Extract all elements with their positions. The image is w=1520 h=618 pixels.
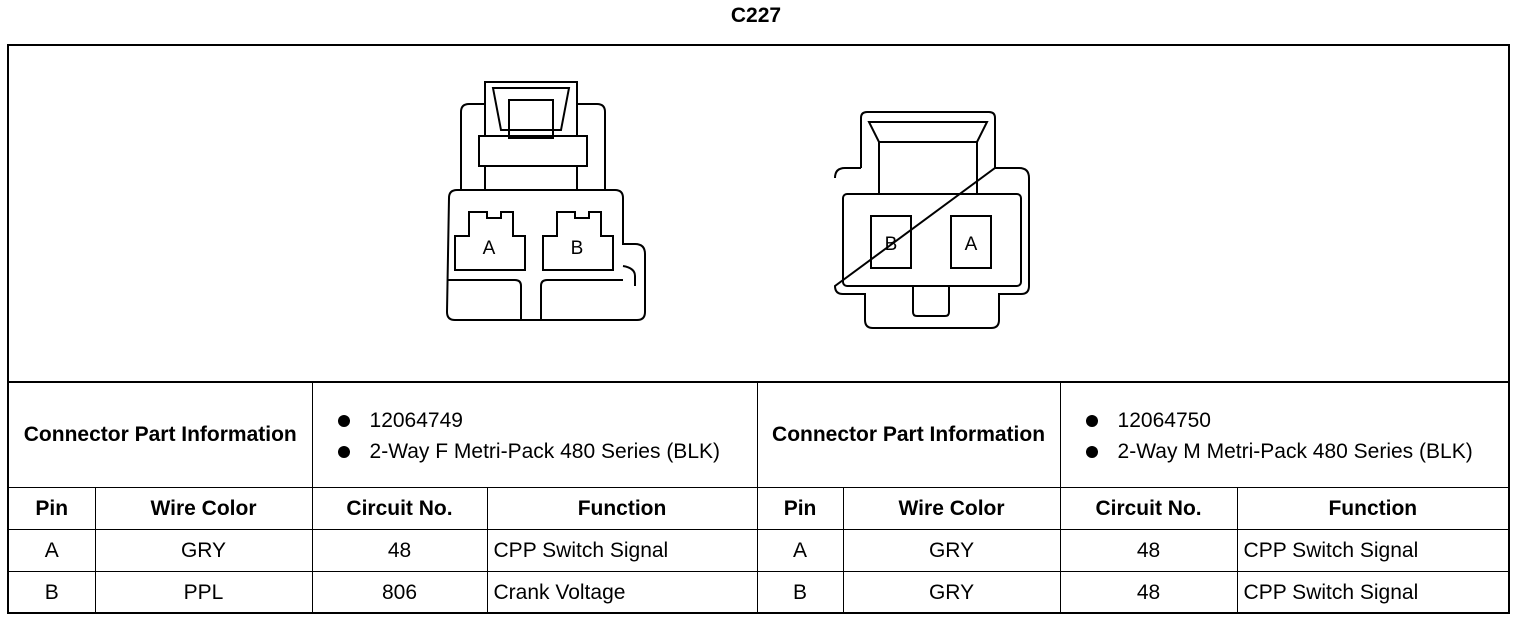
function-cell: CPP Switch Signal bbox=[1236, 529, 1509, 572]
circuit-cell: 48 bbox=[1059, 571, 1238, 613]
pin-label-male-2: A bbox=[965, 234, 978, 255]
part-info-right: 12064750 2-Way M Metri-Pack 480 Series (… bbox=[1059, 381, 1509, 488]
col-circuit-left: Circuit No. bbox=[311, 487, 488, 530]
connector-info-table: Connector Part Information 12064749 2-Wa… bbox=[9, 381, 1509, 613]
part-number-left: 12064749 bbox=[337, 405, 757, 436]
pin-cell: A bbox=[756, 529, 844, 572]
wire-color-cell: GRY bbox=[842, 529, 1061, 572]
wire-color-cell: PPL bbox=[94, 571, 313, 613]
part-info-row: Connector Part Information 12064749 2-Wa… bbox=[9, 381, 1509, 488]
connector-part-info-label-left: Connector Part Information bbox=[9, 381, 313, 488]
pin-label-female-2: B bbox=[571, 238, 584, 259]
column-header-row: Pin Wire Color Circuit No. Function Pin … bbox=[9, 487, 1509, 530]
connector-part-info-label-right: Connector Part Information bbox=[756, 381, 1061, 488]
col-wire-color-right: Wire Color bbox=[842, 487, 1061, 530]
col-pin-right: Pin bbox=[756, 487, 844, 530]
part-info-left: 12064749 2-Way F Metri-Pack 480 Series (… bbox=[311, 381, 758, 488]
wire-color-cell: GRY bbox=[94, 529, 313, 572]
function-cell: CPP Switch Signal bbox=[1236, 571, 1509, 613]
connector-diagram: A B B A bbox=[9, 46, 1508, 381]
col-circuit-right: Circuit No. bbox=[1059, 487, 1238, 530]
col-wire-color-left: Wire Color bbox=[94, 487, 313, 530]
col-function-right: Function bbox=[1236, 487, 1509, 530]
circuit-cell: 48 bbox=[311, 529, 488, 572]
circuit-cell: 806 bbox=[311, 571, 488, 613]
part-number-right: 12064750 bbox=[1085, 405, 1509, 436]
part-description-right: 2-Way M Metri-Pack 480 Series (BLK) bbox=[1085, 436, 1509, 467]
circuit-cell: 48 bbox=[1059, 529, 1238, 572]
table-row: A GRY 48 CPP Switch Signal A GRY 48 CPP … bbox=[9, 529, 1509, 572]
pin-cell: A bbox=[9, 529, 96, 572]
function-cell: CPP Switch Signal bbox=[486, 529, 758, 572]
wire-color-cell: GRY bbox=[842, 571, 1061, 613]
col-function-left: Function bbox=[486, 487, 758, 530]
male-connector-icon bbox=[833, 111, 1030, 329]
table-row: B PPL 806 Crank Voltage B GRY 48 CPP Swi… bbox=[9, 571, 1509, 613]
function-cell: Crank Voltage bbox=[486, 571, 758, 613]
col-pin-left: Pin bbox=[9, 487, 96, 530]
part-description-left: 2-Way F Metri-Pack 480 Series (BLK) bbox=[337, 436, 757, 467]
pin-cell: B bbox=[756, 571, 844, 613]
female-connector-icon bbox=[445, 81, 646, 321]
connector-drawing: A B B A bbox=[445, 81, 1030, 329]
pin-label-male-1: B bbox=[885, 234, 898, 255]
connector-title: C227 bbox=[730, 4, 782, 27]
pin-cell: B bbox=[9, 571, 96, 613]
connector-frame: A B B A Connector Part Information 12064… bbox=[7, 44, 1510, 614]
pin-label-female-1: A bbox=[483, 238, 496, 259]
